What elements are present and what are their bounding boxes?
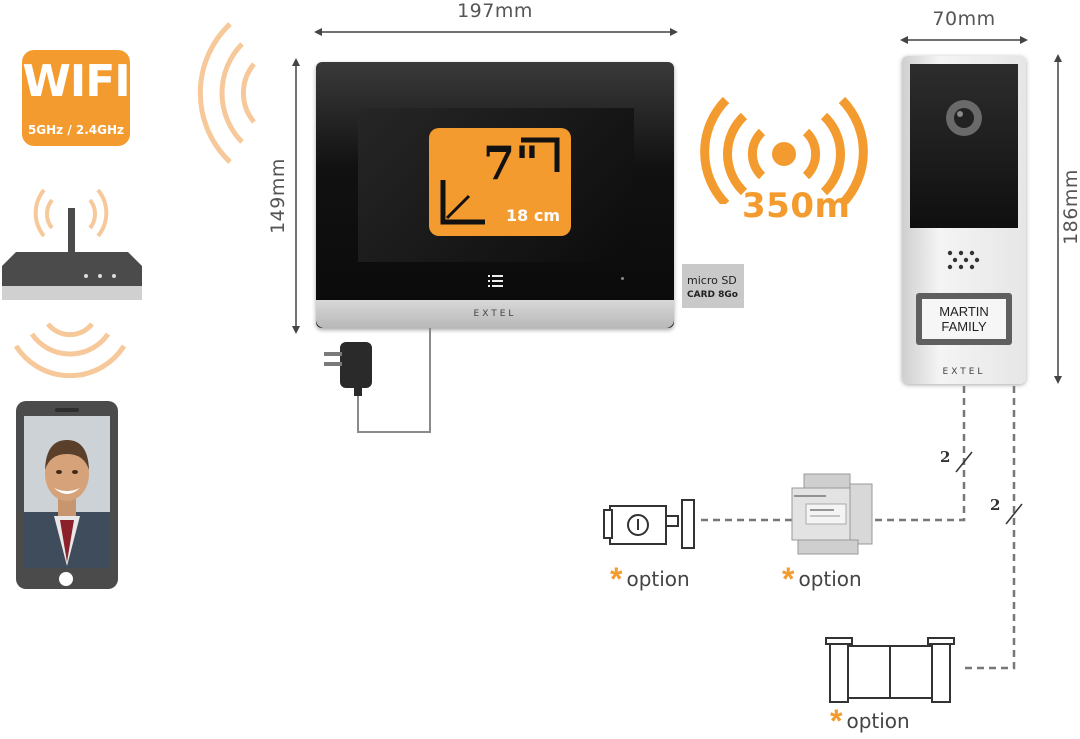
micro-sd-card: micro SD CARD 8Go bbox=[682, 264, 744, 308]
range-label: 350m bbox=[742, 186, 851, 226]
phone-signal-waves-icon bbox=[13, 322, 127, 378]
door-panel-camera-screen bbox=[910, 64, 1018, 228]
monitor-brand-label: EXTEL bbox=[473, 309, 517, 319]
din-transformer-icon bbox=[791, 473, 873, 555]
transformer-option-label: option bbox=[798, 567, 862, 591]
option-asterisk-icon: * bbox=[782, 561, 795, 597]
nameplate-line2: FAMILY bbox=[941, 319, 987, 334]
lock-option: * option bbox=[610, 561, 690, 597]
electric-lock-icon bbox=[603, 499, 695, 549]
nameplate-label-area: MARTIN FAMILY bbox=[922, 299, 1006, 339]
panel-brand-label: EXTEL bbox=[942, 367, 986, 377]
option-asterisk-icon: * bbox=[610, 561, 623, 597]
wifi-label: WIFI bbox=[22, 56, 130, 107]
screen-size-cm: 18 cm bbox=[506, 206, 560, 225]
screen-size-corners-icon bbox=[440, 137, 560, 225]
monitor-width-label: 197mm bbox=[457, 0, 533, 22]
panel-height-dimension-line bbox=[1054, 54, 1062, 384]
wifi-badge: WIFI 5GHz / 2.4GHz bbox=[22, 50, 131, 146]
panel-width-label: 70mm bbox=[932, 8, 996, 30]
nameplate-line1: MARTIN bbox=[939, 304, 989, 319]
caller-avatar bbox=[24, 416, 110, 568]
monitor-led bbox=[621, 277, 624, 280]
sd-card-line2: CARD 8Go bbox=[687, 290, 738, 300]
screen-size-badge: 7" 18 cm bbox=[429, 128, 571, 236]
option-asterisk-icon: * bbox=[830, 703, 843, 739]
power-adapter-icon bbox=[324, 328, 431, 433]
lock-option-label: option bbox=[626, 567, 690, 591]
wire-count-transformer: 2 bbox=[940, 448, 951, 466]
menu-icon bbox=[488, 275, 503, 287]
smartphone-home-button bbox=[59, 572, 73, 586]
wifi-signal-waves-icon bbox=[197, 22, 256, 164]
panel-width-dimension-line bbox=[900, 36, 1028, 44]
sd-card-line1: micro SD bbox=[687, 274, 737, 287]
smartphone-screen bbox=[24, 416, 110, 568]
transformer-option: * option bbox=[782, 561, 862, 597]
camera-lens-icon bbox=[946, 100, 982, 136]
smartphone-speaker bbox=[20, 407, 114, 414]
range-signal-icon bbox=[700, 96, 868, 204]
gate-option-label: option bbox=[846, 709, 910, 733]
gate-option: * option bbox=[830, 703, 910, 739]
call-button-nameplate: MARTIN FAMILY bbox=[916, 293, 1012, 345]
monitor-width-dimension-line bbox=[314, 28, 678, 36]
monitor-height-dimension-line bbox=[292, 58, 300, 334]
wire-count-gate: 2 bbox=[990, 496, 1001, 514]
wifi-bands-label: 5GHz / 2.4GHz bbox=[27, 123, 125, 137]
router-icon bbox=[2, 188, 142, 300]
monitor-bezel bbox=[316, 300, 674, 328]
screen-size-inches: 7" bbox=[483, 136, 539, 190]
speaker-grille-icon bbox=[947, 250, 980, 270]
gate-icon bbox=[825, 637, 955, 703]
